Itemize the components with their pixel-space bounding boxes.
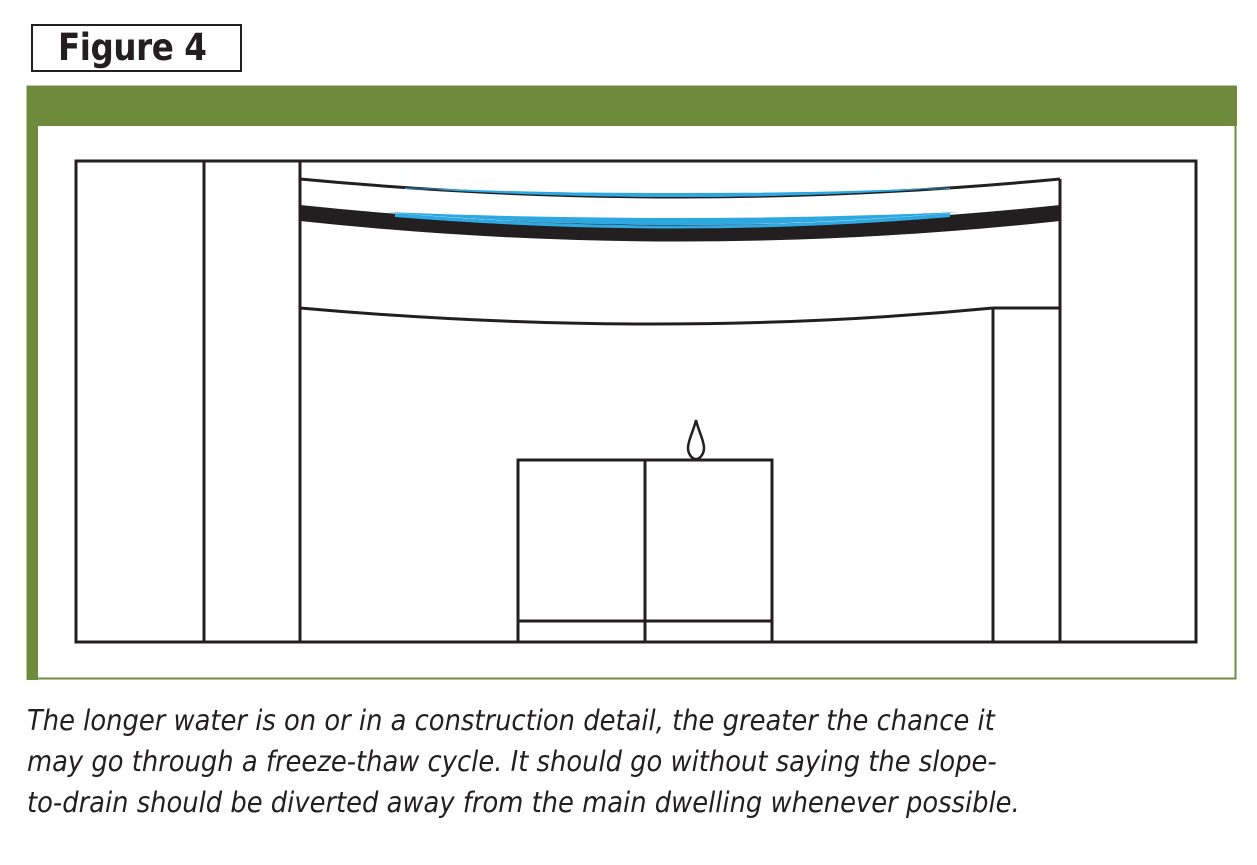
figure-label-box: [31, 24, 242, 72]
sagging-header-bottom: [299, 306, 994, 326]
construction-diagram: [26, 85, 1237, 680]
figure-label: Figure 4: [58, 26, 207, 69]
water-pool-membrane: [385, 212, 960, 225]
figure-caption: The longer water is on or in a construct…: [27, 700, 1242, 823]
water-on-membrane: [395, 213, 950, 229]
caption-line-3: to-drain should be diverted away from th…: [27, 786, 1020, 819]
frame-border: [26, 85, 1237, 680]
caption-line-2: may go through a freeze-thaw cycle. It s…: [27, 745, 997, 778]
frame-left-bar: [27, 86, 38, 680]
caption-line-1: The longer water is on or in a construct…: [27, 704, 995, 737]
frame-top-bar: [27, 86, 1237, 126]
water-pool-top-fill: [405, 188, 950, 197]
membrane-band: [300, 205, 1060, 242]
water-drop-icon: [686, 419, 706, 461]
sagging-top-surface: [299, 177, 1061, 199]
